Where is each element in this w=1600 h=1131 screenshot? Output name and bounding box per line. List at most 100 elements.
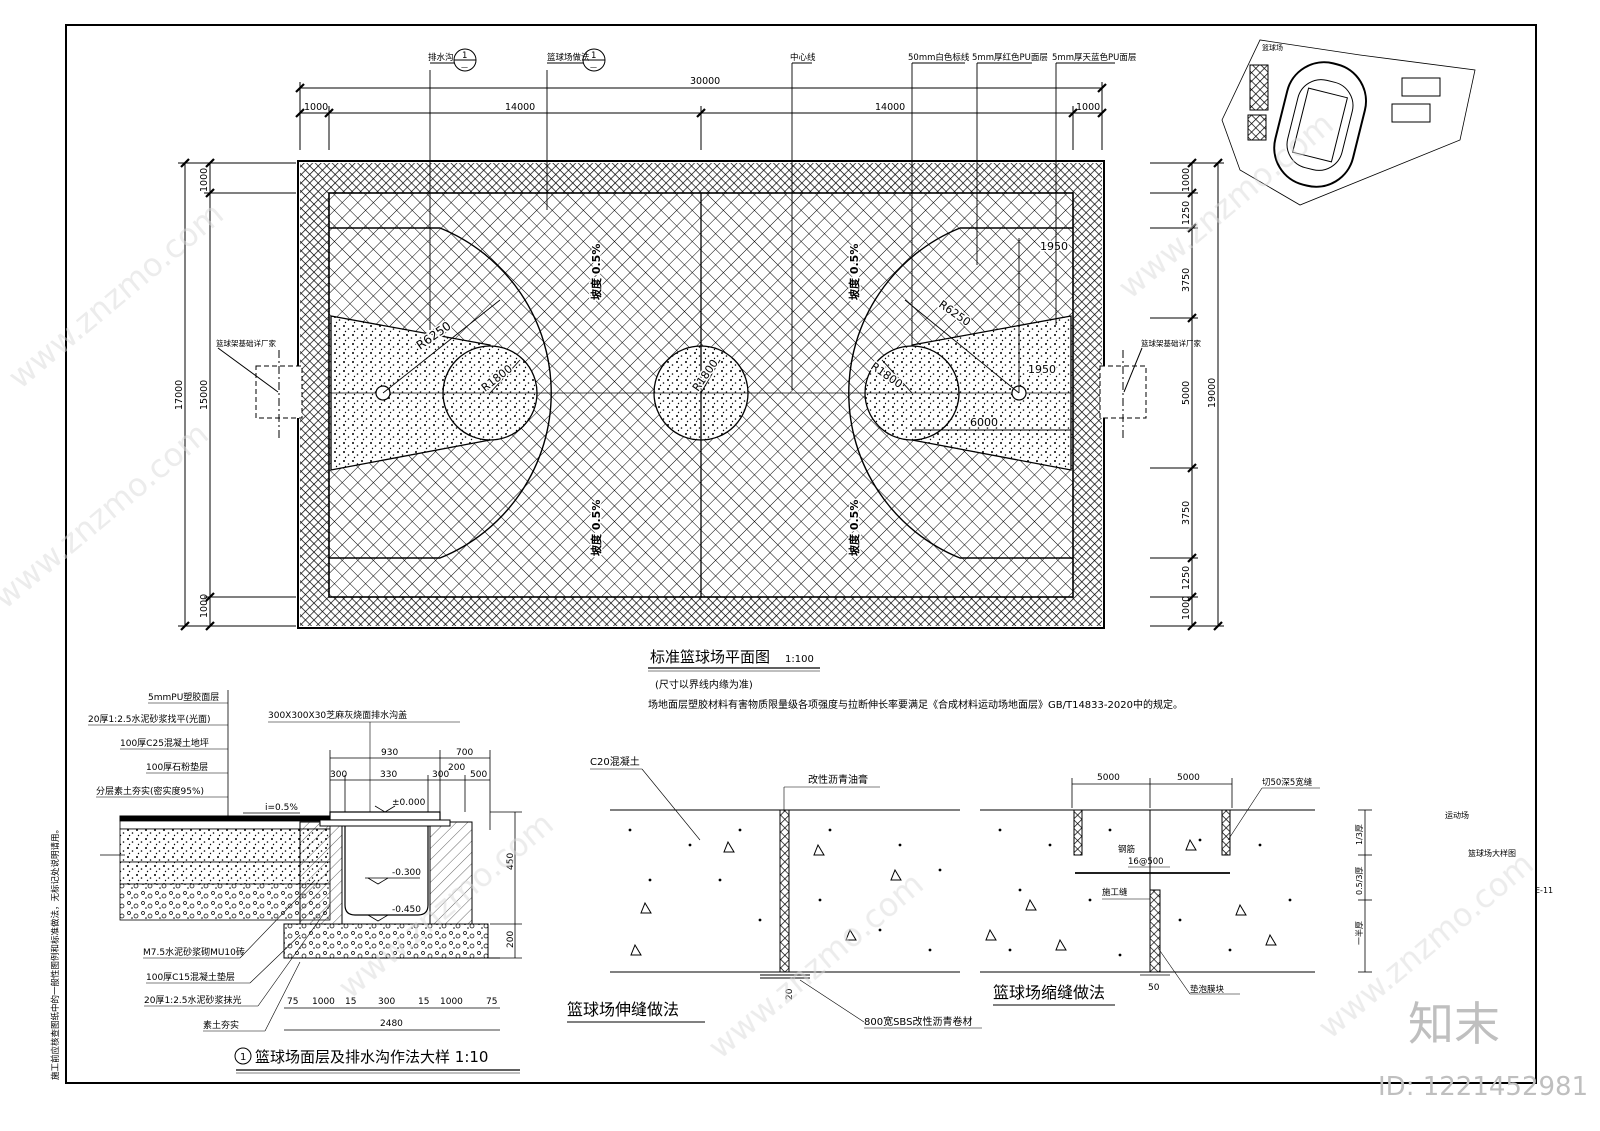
brand-id: ID: 1221452981 bbox=[1378, 1072, 1588, 1102]
sec-dim-200: 200 bbox=[448, 763, 465, 773]
exp-label-mastic: 改性沥青油膏 bbox=[808, 773, 868, 786]
plan-dims-left: 17000 15000 1000 1000 bbox=[174, 158, 296, 631]
section-slope: i=0.5% bbox=[265, 803, 298, 813]
dim-right-half: 14000 bbox=[875, 102, 905, 113]
basketball-court-plan: R6250 R1800 R1800 R1800 R6250 1950 1950 … bbox=[216, 160, 1201, 629]
dim-left-half: 14000 bbox=[505, 102, 535, 113]
con-label-joint: 施工缝 bbox=[1102, 887, 1128, 898]
bot-dim-0: 75 bbox=[287, 997, 298, 1007]
dim-right-d4: 5000 bbox=[1181, 381, 1192, 405]
callout-red-pu: 5mm厚红色PU面层 bbox=[972, 52, 1048, 63]
key-plan: 篮球场 bbox=[1221, 39, 1476, 206]
contraction-title: 篮球场缩缝做法 bbox=[993, 983, 1105, 1002]
label-1950-top: 1950 bbox=[1040, 240, 1068, 253]
lower-label-2: 100厚C15混凝土垫层 bbox=[146, 971, 235, 983]
exp-label-sbs: 800宽SBS改性沥青卷材 bbox=[864, 1015, 972, 1028]
expansion-title: 篮球场伸缝做法 bbox=[567, 1000, 679, 1019]
callout-b-bottom: — bbox=[590, 63, 597, 71]
con-dim-5000a: 5000 bbox=[1097, 773, 1120, 783]
dim-right-19000: 19000 bbox=[1207, 378, 1218, 408]
section-title: 篮球场面层及排水沟作法大样 1:10 bbox=[255, 1048, 488, 1066]
callout-b-num: 1 bbox=[591, 51, 596, 61]
sec-dim-h200: 200 bbox=[506, 931, 516, 948]
title-block: 运动场 篮球场大样图 E-11 bbox=[1445, 810, 1553, 895]
layer-label-3: 100厚C25混凝土地坪 bbox=[120, 737, 209, 749]
con-dim-5000b: 5000 bbox=[1177, 773, 1200, 783]
callout-blue-pu: 5mm厚天蓝色PU面层 bbox=[1052, 52, 1136, 63]
post-left-label: 篮球架基础详厂家 bbox=[216, 338, 276, 348]
sec-dim-330: 330 bbox=[380, 770, 397, 780]
layer-label-5: 分层素土夯实(密实度95%) bbox=[96, 785, 204, 797]
con-label-rebar: 钢筋 bbox=[1118, 844, 1135, 855]
exp-label-c20: C20混凝土 bbox=[590, 755, 640, 768]
tb-project: 运动场 bbox=[1445, 810, 1469, 820]
elev-045: -0.450 bbox=[392, 905, 421, 915]
layer-label-1: 5mmPU塑胶面层 bbox=[148, 691, 219, 703]
sec-dim-700: 700 bbox=[456, 748, 473, 758]
sec-dim-450: 450 bbox=[506, 853, 516, 870]
bot-dim-3: 300 bbox=[378, 997, 395, 1007]
lower-label-4: 素土夯实 bbox=[203, 1019, 239, 1031]
slope-label-3: 坡度 0.5% bbox=[589, 500, 603, 556]
sec-dim-500: 500 bbox=[470, 770, 487, 780]
con-dim-50: 50 bbox=[1148, 983, 1160, 993]
layer-label-4: 100厚石粉垫层 bbox=[146, 761, 208, 773]
dim-right-d6: 1250 bbox=[1181, 566, 1192, 590]
dim-right-d1: 1000 bbox=[1181, 168, 1192, 192]
con-label-foam: 垫泡膜块 bbox=[1190, 984, 1225, 995]
lower-label-1: M7.5水泥砂浆砌MU10砖 bbox=[143, 946, 245, 958]
con-label-cut: 切50深5宽缝 bbox=[1262, 777, 1313, 788]
dim-right-margin: 1000 bbox=[1076, 102, 1100, 113]
bot-dim-4: 15 bbox=[418, 997, 429, 1007]
dim-left-bottom: 1000 bbox=[199, 594, 210, 618]
dim-right-d3: 3750 bbox=[1181, 268, 1192, 292]
slope-label-1: 坡度 0.5% bbox=[589, 244, 603, 300]
callout-drain: 排水沟 bbox=[428, 52, 454, 63]
watermark-5: www.znzmo.com bbox=[1111, 105, 1341, 307]
layer-label-2: 20厚1:2.5水泥砂浆找平(光面) bbox=[88, 713, 211, 725]
con-label-spacing: 16@500 bbox=[1128, 857, 1164, 867]
dim-left-margin: 1000 bbox=[304, 102, 328, 113]
sec-dim-300b: 300 bbox=[432, 770, 449, 780]
label-1950-mid: 1950 bbox=[1028, 363, 1056, 376]
expansion-joint-detail: C20混凝土 改性沥青油膏 20 800宽SBS改性沥青卷材 篮球场伸缝做法 bbox=[567, 755, 982, 1029]
watermark-1: www.znzmo.com bbox=[1, 195, 231, 397]
plan-note-1: (尺寸以界线内缘为准) bbox=[655, 678, 753, 691]
post-right-label: 篮球架基础详厂家 bbox=[1141, 338, 1201, 348]
dim-left-15000: 15000 bbox=[199, 380, 210, 410]
dim-left-17000: 17000 bbox=[174, 380, 185, 410]
con-side-3: 一半厚 bbox=[1354, 921, 1364, 945]
section-drain-detail: 5mmPU塑胶面层 20厚1:2.5水泥砂浆找平(光面) 100厚C25混凝土地… bbox=[88, 690, 522, 1074]
key-plan-label: 篮球场 bbox=[1262, 43, 1283, 52]
dim-right-d2: 1250 bbox=[1181, 201, 1192, 225]
section-num: 1 bbox=[240, 1052, 246, 1063]
lower-label-3: 20厚1:2.5水泥砂浆抹光 bbox=[144, 994, 242, 1006]
exp-dim-20: 20 bbox=[785, 988, 795, 1000]
plan-title-block: 标准篮球场平面图 1:100 (尺寸以界线内缘为准) 场地面层塑胶材料有害物质限… bbox=[648, 648, 1183, 711]
bot-dim-1: 1000 bbox=[312, 997, 335, 1007]
watermark-2: www.znzmo.com bbox=[0, 415, 216, 617]
plan-callouts: 排水沟 1 — 篮球场做法 1 — 中心线 50mm白色标线 5mm厚红色PU面… bbox=[428, 48, 1136, 390]
plan-scale: 1:100 bbox=[785, 654, 814, 665]
callout-white-line: 50mm白色标线 bbox=[908, 52, 970, 63]
callout-a-bottom: — bbox=[461, 63, 468, 71]
plan-note-2: 场地面层塑胶材料有害物质限量级各项强度与拉断伸长率要满足《合成材料运动场地面层》… bbox=[648, 698, 1183, 711]
plan-title: 标准篮球场平面图 bbox=[650, 648, 770, 666]
bot-dim-total: 2480 bbox=[380, 1019, 403, 1029]
plan-dims-top: 30000 1000 14000 14000 1000 bbox=[295, 76, 1107, 150]
sec-dim-300a: 300 bbox=[330, 770, 347, 780]
sec-dim-930: 930 bbox=[381, 748, 398, 758]
callout-center-line: 中心线 bbox=[790, 52, 816, 63]
plan-dims-right: 19000 1000 1250 3750 5000 3750 1250 1000 bbox=[1150, 158, 1224, 631]
bot-dim-2: 15 bbox=[345, 997, 356, 1007]
side-note: 施工前应核查图纸中的一般性图例和标准做法，无标记处说明请用。 bbox=[50, 825, 61, 1080]
dim-left-top: 1000 bbox=[199, 168, 210, 192]
tb-drawing: 篮球场大样图 bbox=[1468, 848, 1516, 858]
slope-label-2: 坡度 0.5% bbox=[847, 244, 861, 300]
con-side-1: 1/3厚 bbox=[1355, 824, 1364, 845]
con-side-2: 0.5/3厚 bbox=[1355, 866, 1364, 895]
bot-dim-5: 1000 bbox=[440, 997, 463, 1007]
dim-right-d5: 3750 bbox=[1181, 501, 1192, 525]
tb-sheet: E-11 bbox=[1535, 886, 1553, 895]
